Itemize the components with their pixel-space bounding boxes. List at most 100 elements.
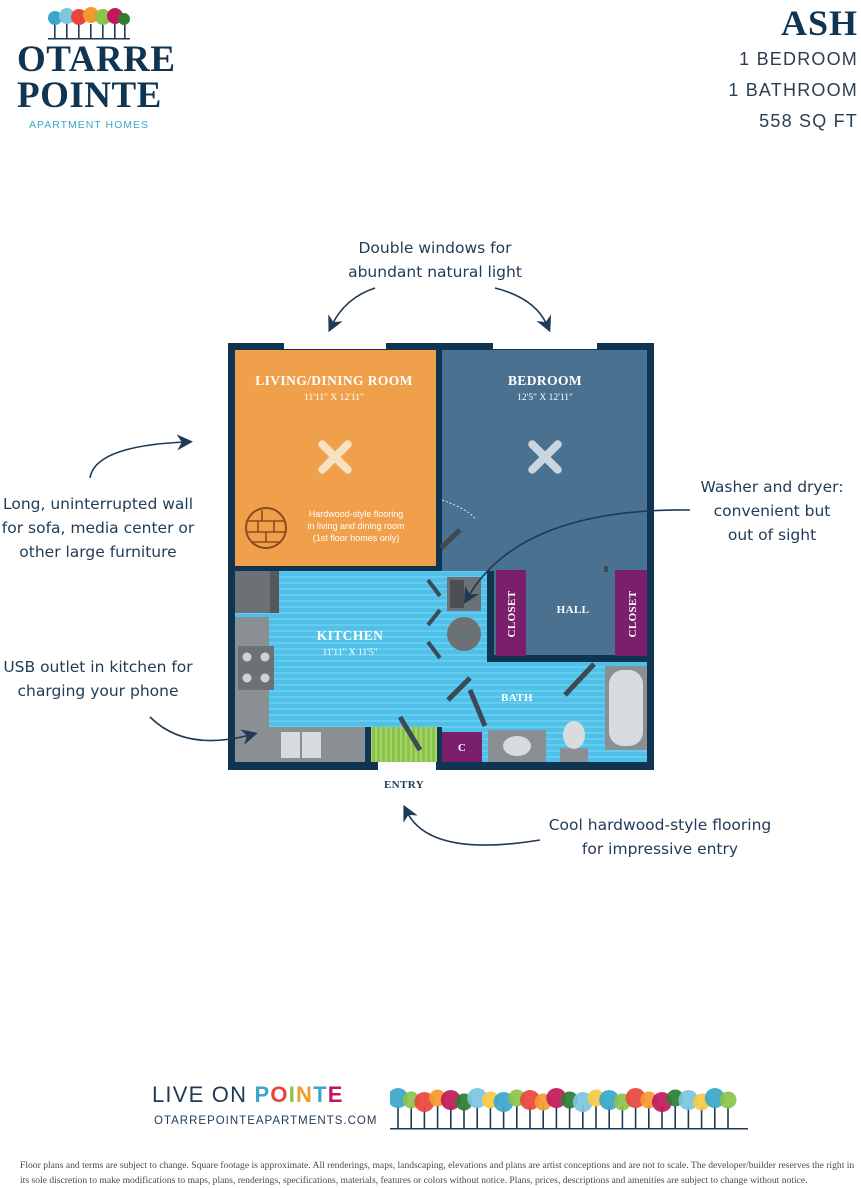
- tree-trunk: [621, 1106, 624, 1128]
- toilet: [563, 721, 585, 749]
- callout-washer-line3: out of sight: [727, 526, 817, 544]
- tree-canopy: [440, 1090, 461, 1110]
- tree-trunk: [489, 1106, 492, 1128]
- arrow-window-left: [328, 287, 376, 333]
- closet-left-area: [496, 570, 526, 656]
- tree-trunk: [529, 1106, 531, 1128]
- tree-trunk: [700, 1106, 703, 1128]
- toilet-tank: [560, 748, 588, 762]
- arrow-usb: [149, 716, 258, 745]
- tree-trunk: [542, 1106, 544, 1128]
- kitchen-dims: 11'11" X 11'5": [323, 648, 378, 658]
- callout-entry-floor-line2: for impressive entry: [581, 840, 739, 858]
- entry-label: ENTRY: [384, 779, 424, 791]
- tree-trunk: [423, 1106, 426, 1128]
- tree-trunk: [463, 1106, 465, 1128]
- live-on-pointe-slogan: LIVE ON POINTE: [152, 1082, 344, 1108]
- callout-usb-line1: USB outlet in kitchen for: [3, 658, 193, 676]
- tree-trunk: [674, 1106, 676, 1128]
- bedroom-label: BEDROOM: [508, 373, 582, 388]
- entry-floor: [371, 727, 437, 762]
- tree-trunk: [582, 1106, 584, 1128]
- dryer: [447, 617, 481, 651]
- living-room-label: LIVING/DINING ROOM: [255, 373, 413, 388]
- callout-washer-line2: convenient but: [713, 502, 831, 520]
- tree-trunk: [476, 1106, 478, 1128]
- slogan-prefix: LIVE ON: [152, 1082, 255, 1107]
- callout-usb-line2: charging your phone: [17, 682, 179, 700]
- stove: [238, 646, 274, 690]
- tree-canopy: [719, 1091, 737, 1109]
- tree-trunk: [436, 1106, 439, 1128]
- footer-trees-icon: [390, 1088, 748, 1130]
- hall-label: HALL: [557, 604, 590, 616]
- tree-canopy: [678, 1090, 699, 1110]
- tree-trunk: [648, 1106, 650, 1128]
- logo-trees-icon: [48, 7, 130, 40]
- tree-canopy: [467, 1088, 488, 1108]
- tree-trunk: [634, 1106, 637, 1128]
- plan-square-footage: 558 SQ FT: [759, 111, 858, 131]
- arrow-window-right: [494, 287, 552, 333]
- ceiling-fan-icon: [318, 440, 352, 474]
- tree-trunk: [595, 1106, 597, 1128]
- tree-canopy: [520, 1090, 540, 1110]
- closet-right-area: [615, 570, 647, 656]
- tree-trunk: [727, 1106, 729, 1128]
- window-living: [284, 343, 386, 349]
- plan-bathrooms: 1 BATHROOM: [728, 80, 858, 100]
- arrow-entry: [403, 804, 541, 846]
- brand-name-line2: POINTE: [17, 75, 162, 116]
- tree-canopy: [546, 1088, 567, 1108]
- callout-usb: USB outlet in kitchen for charging your …: [0, 655, 196, 703]
- closet-right-label: CLOSET: [627, 590, 639, 637]
- slogan-brand: POINTE: [254, 1082, 344, 1107]
- callout-wall-line3: other large furniture: [19, 543, 177, 561]
- window-bedroom: [493, 343, 597, 349]
- tree-canopy: [599, 1090, 620, 1110]
- tree-trunk: [397, 1106, 399, 1128]
- bedroom-dims: 12'5" X 12'11": [517, 393, 573, 403]
- callout-entry-floor: Cool hardwood-style flooring for impress…: [540, 813, 780, 861]
- website-url[interactable]: OTARREPOINTEAPARTMENTS.COM: [154, 1115, 378, 1127]
- closet-small-label: C: [458, 742, 466, 754]
- tree-trunk: [450, 1106, 452, 1128]
- callout-washer: Washer and dryer: convenient but out of …: [692, 475, 852, 547]
- arrow-washer: [463, 509, 691, 604]
- callout-wall-line2: for sofa, media center or: [1, 519, 195, 537]
- hardwood-brick-icon: [245, 507, 287, 549]
- bath-label: BATH: [501, 692, 533, 704]
- tree-canopy: [625, 1088, 646, 1108]
- closet-left-label: CLOSET: [506, 590, 518, 637]
- tree-canopy: [704, 1088, 725, 1108]
- disclaimer-text: Floor plans and terms are subject to cha…: [20, 1160, 855, 1186]
- tree-trunk: [661, 1106, 663, 1128]
- flooring-note-line1: Hardwood-style flooring: [309, 509, 404, 519]
- brand-tagline: APARTMENT HOMES: [29, 119, 150, 131]
- living-room-dims: 11'11" X 12'11": [304, 393, 364, 403]
- plan-bedrooms: 1 BEDROOM: [739, 49, 858, 69]
- tree-trunk: [516, 1106, 518, 1128]
- callout-windows-line2: abundant natural light: [348, 263, 522, 281]
- callout-washer-line1: Washer and dryer:: [700, 478, 844, 496]
- callout-windows: Double windows for abundant natural ligh…: [330, 236, 540, 284]
- arrow-wall: [89, 434, 193, 479]
- ceiling-fan-icon: [528, 440, 562, 474]
- callout-entry-floor-line1: Cool hardwood-style flooring: [548, 816, 772, 834]
- flooring-note-line3: (1st floor homes only): [313, 533, 400, 543]
- plan-name: ASH: [780, 3, 858, 43]
- callout-wall-line1: Long, uninterrupted wall: [2, 495, 194, 513]
- tree-trunk: [608, 1106, 610, 1128]
- tree-trunk: [568, 1106, 571, 1128]
- callout-wall: Long, uninterrupted wall for sofa, media…: [0, 492, 196, 564]
- kitchen-label: KITCHEN: [317, 628, 384, 643]
- tree-trunk: [555, 1106, 558, 1128]
- flooring-note-line2: in living and dining room: [307, 521, 404, 531]
- brand-name-line1: OTARRE: [17, 39, 176, 80]
- tree-trunk: [410, 1106, 412, 1128]
- tree-trunk: [502, 1106, 505, 1128]
- tree-trunk: [687, 1106, 690, 1128]
- callout-windows-line1: Double windows for: [358, 239, 512, 257]
- tree-trunk: [714, 1106, 716, 1128]
